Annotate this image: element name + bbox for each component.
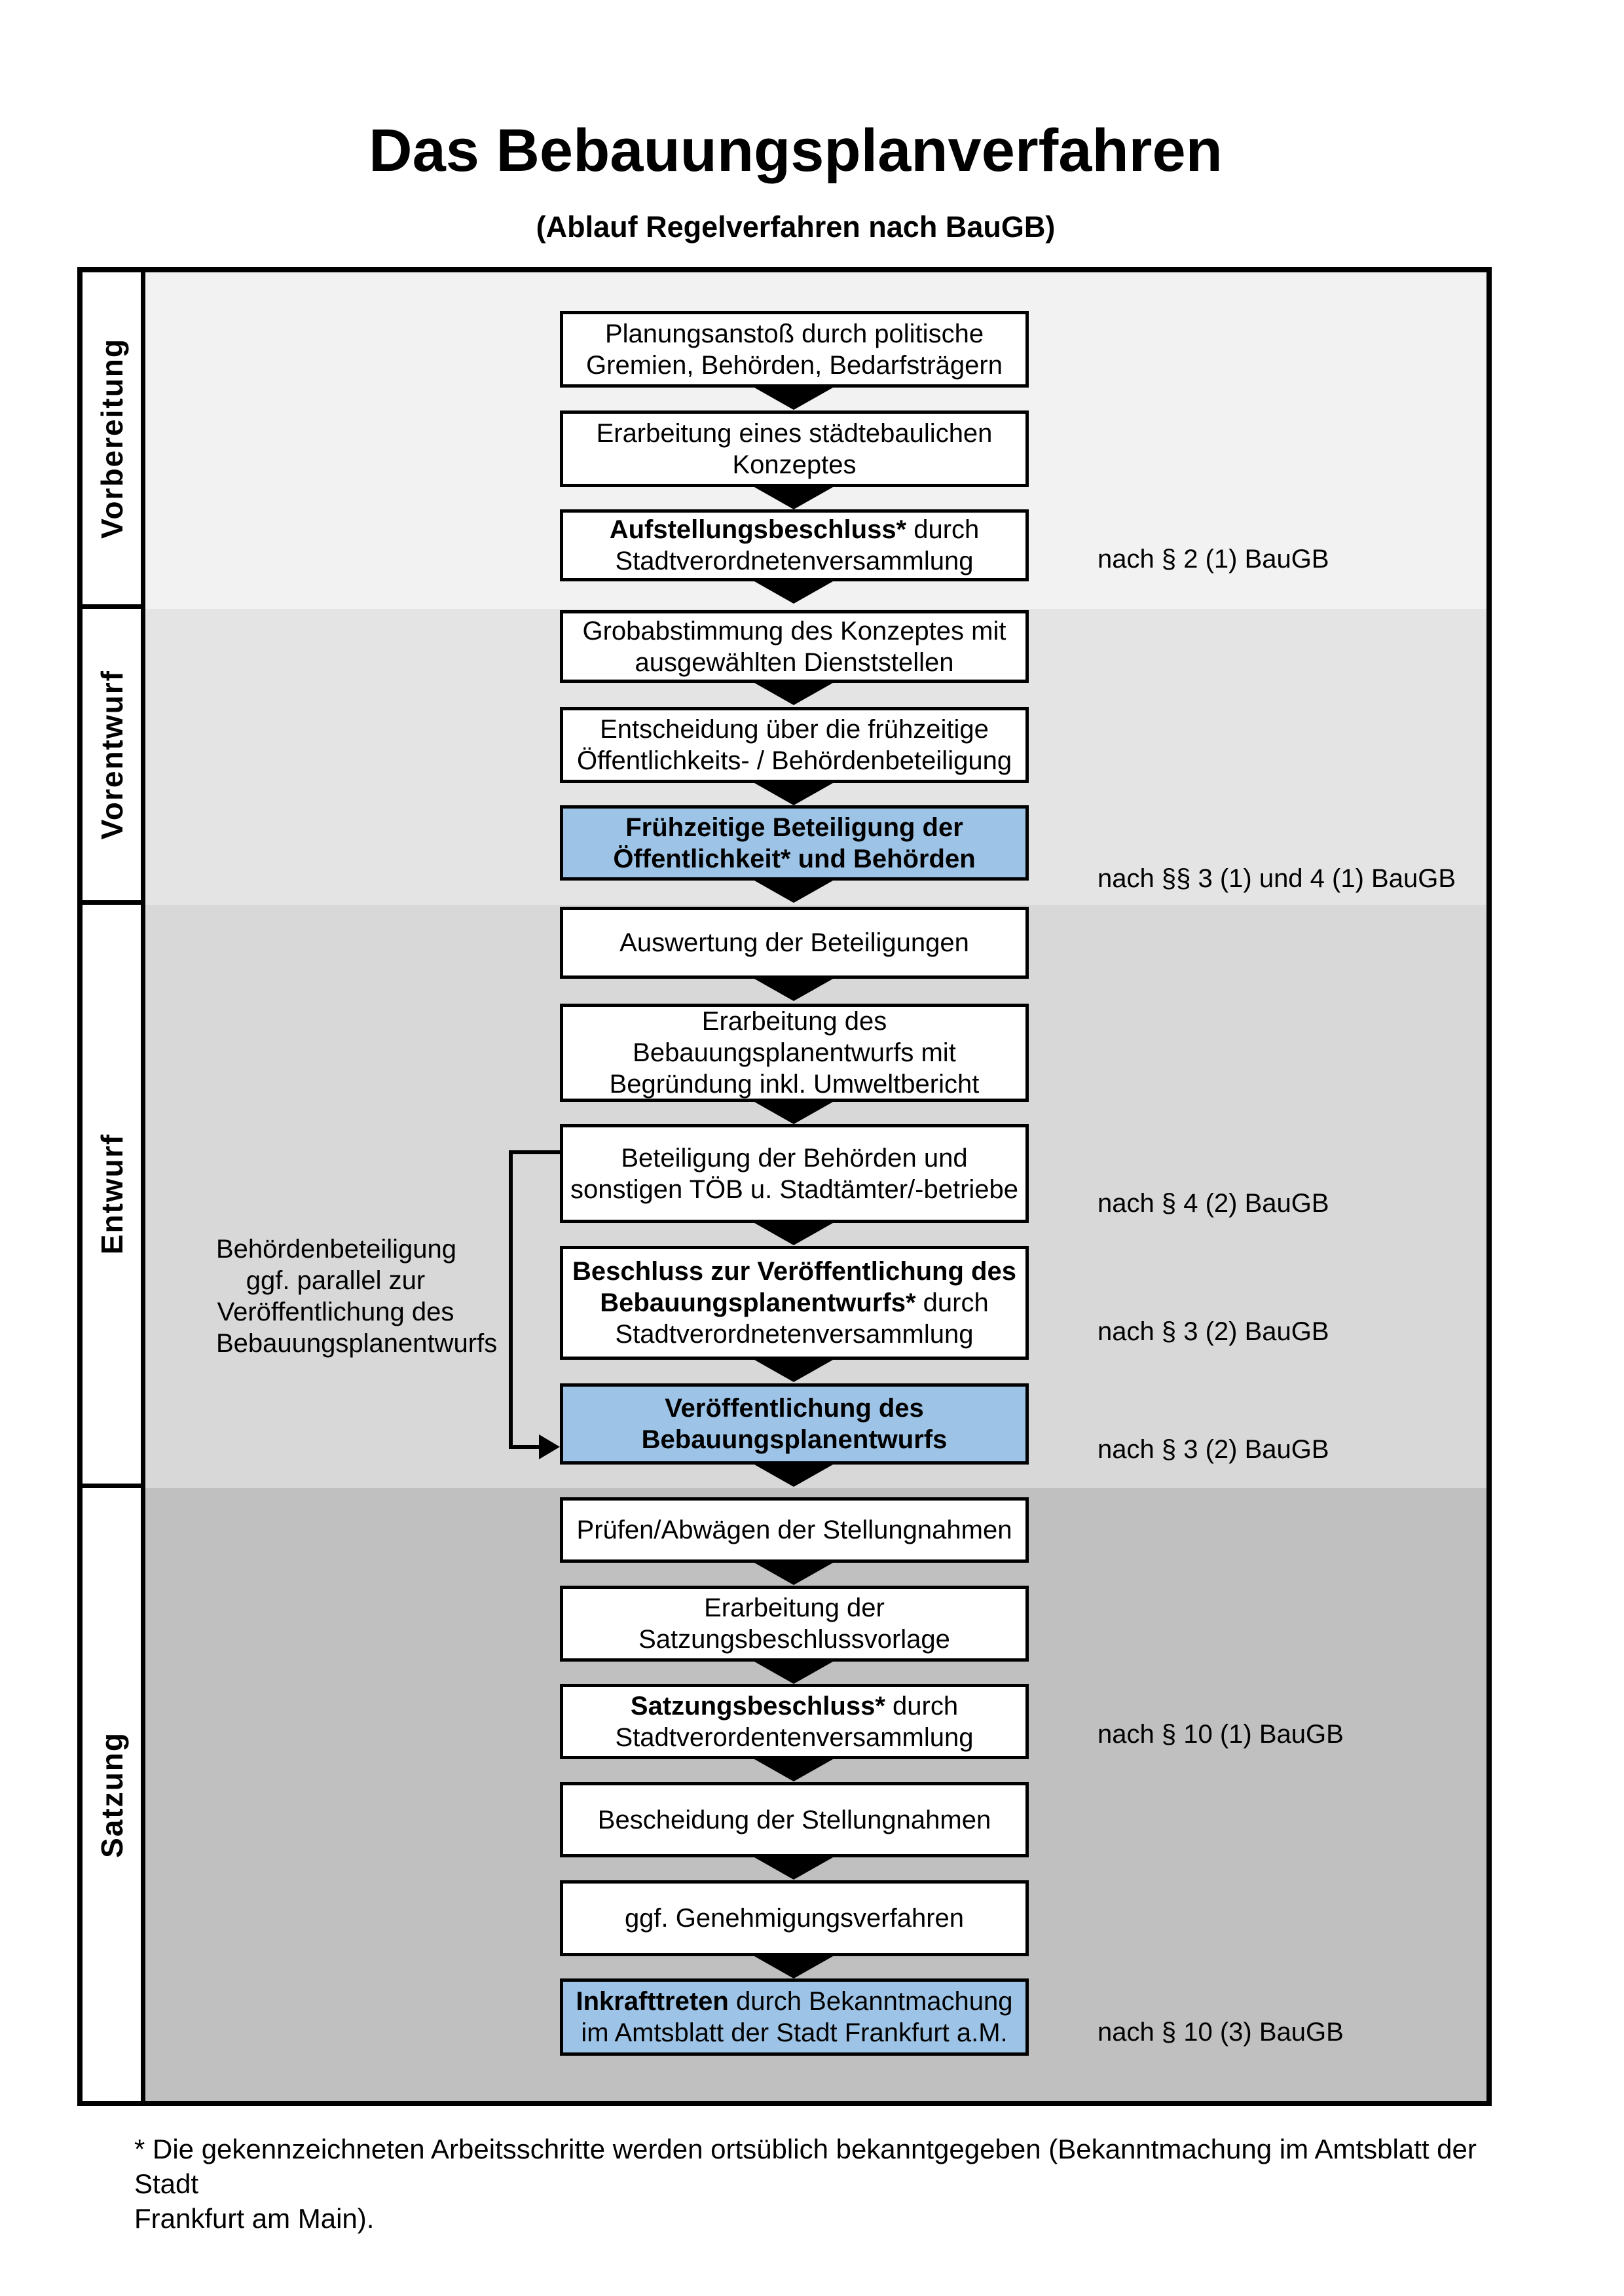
flow-arrow-down-icon: [754, 881, 833, 903]
flow-arrow-down-icon: [754, 581, 833, 604]
process-step-text: Inkrafttreten durch Bekanntmachung im Am…: [576, 1987, 1013, 2047]
process-step-text: Bescheidung der Stellungnahmen: [597, 1805, 991, 1834]
process-step-text: Erarbeitung der Satzungsbeschlussvorlage: [638, 1594, 950, 1654]
process-step-5: Entscheidung über die frühzeitige Öffent…: [560, 707, 1029, 783]
flow-arrow-down-icon: [754, 1857, 833, 1880]
legal-ref-1: nach § 2 (1) BauGB: [1098, 545, 1329, 574]
process-step-2: Erarbeitung eines städtebaulichen Konzep…: [560, 410, 1029, 487]
flow-arrow-down-icon: [754, 1223, 833, 1245]
connector-line-bottom: [513, 1445, 540, 1449]
side-note: Behördenbeteiligung ggf. parallel zur Ve…: [216, 1235, 498, 1358]
phase-label-vorbereitung: Vorbereitung: [94, 338, 129, 539]
process-step-text: Veröffentlichung des Bebauungsplanentwur…: [641, 1394, 948, 1454]
legal-ref-4: nach § 3 (2) BauGB: [1098, 1317, 1329, 1346]
flow-arrow-down-icon: [754, 1662, 833, 1684]
flow-arrow-down-icon: [754, 1759, 833, 1781]
phase-label-satzung: Satzung: [94, 1731, 129, 1858]
phase-label-entwurf: Entwurf: [94, 1133, 129, 1255]
process-step-text: Beteiligung der Behörden und sonstigen T…: [570, 1143, 1019, 1204]
process-step-text: Frühzeitige Beteiligung der Öffentlichke…: [613, 812, 976, 873]
process-step-text: Beschluss zur Veröffentlichung des Bebau…: [572, 1257, 1016, 1349]
process-step-15: Bescheidung der Stellungnahmen: [560, 1782, 1029, 1857]
flow-arrow-down-icon: [754, 1563, 833, 1585]
page-title: Das Bebauungsplanverfahren: [369, 117, 1223, 184]
flow-arrow-down-icon: [754, 979, 833, 1001]
process-step-4: Grobabstimmung des Konzeptes mit ausgewä…: [560, 610, 1029, 683]
process-step-7: Auswertung der Beteiligungen: [560, 907, 1029, 979]
page-subtitle: (Ablauf Regelverfahren nach BauGB): [536, 210, 1056, 244]
connector-right-arrow-icon: [539, 1434, 560, 1459]
process-step-text: Erarbeitung des Bebauungsplanentwurfs mi…: [609, 1007, 980, 1099]
phase-label-cell: Vorentwurf: [83, 609, 145, 905]
phase-label-vorentwurf: Vorentwurf: [94, 669, 129, 840]
connector-line-top: [509, 1150, 560, 1154]
process-step-3: Aufstellungsbeschluss* durch Stadtverord…: [560, 509, 1029, 581]
process-step-text: Prüfen/Abwägen der Stellungnahmen: [576, 1516, 1012, 1544]
process-step-14: Satzungsbeschluss* durch Stadtverordente…: [560, 1684, 1029, 1759]
phase-label-cell: Satzung: [83, 1488, 145, 2101]
process-step-6: Frühzeitige Beteiligung der Öffentlichke…: [560, 805, 1029, 881]
legal-ref-7: nach § 10 (3) BauGB: [1098, 2018, 1344, 2047]
process-step-17: Inkrafttreten durch Bekanntmachung im Am…: [560, 1978, 1029, 2056]
process-step-text: Grobabstimmung des Konzeptes mit ausgewä…: [582, 616, 1006, 677]
legal-ref-3: nach § 4 (2) BauGB: [1098, 1189, 1329, 1218]
process-step-text: Aufstellungsbeschluss* durch Stadtverord…: [609, 515, 980, 575]
phase-label-cell: Entwurf: [83, 905, 145, 1488]
process-step-text: Entscheidung über die frühzeitige Öffent…: [576, 715, 1012, 775]
flow-arrow-down-icon: [754, 683, 833, 705]
flow-arrow-down-icon: [754, 1102, 833, 1124]
process-step-9: Beteiligung der Behörden und sonstigen T…: [560, 1124, 1029, 1223]
flow-arrow-down-icon: [754, 1465, 833, 1487]
flow-arrow-down-icon: [754, 487, 833, 509]
process-step-11: Veröffentlichung des Bebauungsplanentwur…: [560, 1383, 1029, 1465]
legal-ref-6: nach § 10 (1) BauGB: [1098, 1720, 1344, 1749]
process-step-8: Erarbeitung des Bebauungsplanentwurfs mi…: [560, 1004, 1029, 1102]
process-step-13: Erarbeitung der Satzungsbeschlussvorlage: [560, 1586, 1029, 1662]
flow-arrow-down-icon: [754, 388, 833, 410]
process-step-text: Satzungsbeschluss* durch Stadtverordente…: [615, 1691, 974, 1752]
process-step-text: Erarbeitung eines städtebaulichen Konzep…: [596, 418, 993, 479]
footnote: * Die gekennzeichneten Arbeitsschritte w…: [134, 2134, 1477, 2234]
phase-label-cell: Vorbereitung: [83, 272, 145, 609]
connector-line-vertical: [509, 1150, 513, 1449]
process-step-text: ggf. Genehmigungsverfahren: [624, 1904, 965, 1933]
process-step-12: Prüfen/Abwägen der Stellungnahmen: [560, 1497, 1029, 1563]
process-step-text: Auswertung der Beteiligungen: [619, 928, 969, 957]
process-step-text: Planungsanstoß durch politische Gremien,…: [586, 319, 1003, 380]
flow-arrow-down-icon: [754, 783, 833, 805]
process-step-1: Planungsanstoß durch politische Gremien,…: [560, 311, 1029, 388]
process-step-10: Beschluss zur Veröffentlichung des Bebau…: [560, 1246, 1029, 1360]
legal-ref-5: nach § 3 (2) BauGB: [1098, 1435, 1329, 1464]
legal-ref-2: nach §§ 3 (1) und 4 (1) BauGB: [1098, 864, 1456, 893]
flow-arrow-down-icon: [754, 1360, 833, 1382]
process-step-16: ggf. Genehmigungsverfahren: [560, 1880, 1029, 1956]
flow-arrow-down-icon: [754, 1956, 833, 1978]
